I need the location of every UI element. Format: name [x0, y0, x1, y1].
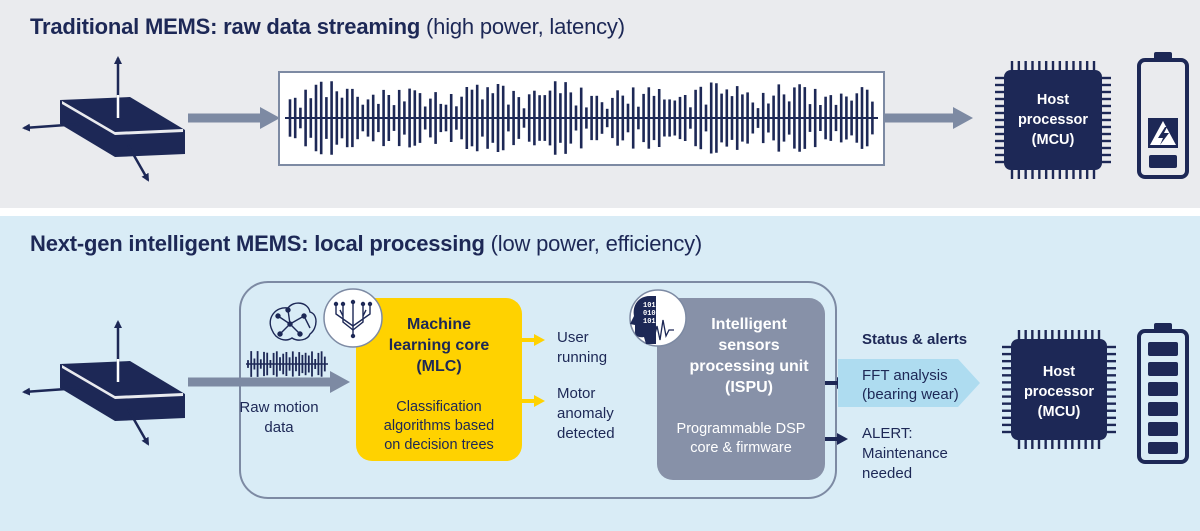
intelligent-heading: Next-gen intelligent MEMS: local process…: [30, 231, 703, 256]
arrow-sensor-to-stream: [188, 107, 280, 129]
arrow-stream-to-host: [884, 107, 973, 129]
intelligent-mems-panel: [0, 216, 1200, 531]
raw-data-waveform: [288, 81, 874, 155]
host-mcu-chip-top: [995, 61, 1111, 179]
neural-tree-icon: [323, 288, 383, 348]
status-alerts-header: Status & alerts: [862, 331, 968, 348]
ispu-box: [657, 298, 825, 480]
brain-network-icon: [269, 302, 317, 341]
host-mcu-chip-bottom: [1002, 330, 1116, 449]
battery-low-icon: [1137, 52, 1189, 179]
arrow-mlc-to-motor-anomaly: [522, 395, 545, 407]
arrow-ispu-to-alert: [825, 433, 848, 445]
mems-sensor-icon-top: [22, 56, 185, 182]
raw-motion-waveform: [247, 351, 326, 377]
battery-full-icon: [1137, 323, 1189, 464]
sensor-processing-container: [239, 281, 837, 499]
traditional-heading: Traditional MEMS: raw data streaming (hi…: [30, 14, 625, 39]
mems-sensor-icon-bottom: [22, 320, 185, 446]
ai-head-icon: [629, 289, 687, 347]
arrow-mlc-to-user-running: [522, 334, 545, 346]
arrow-sensor-to-mlc: [188, 371, 350, 393]
mlc-box: [356, 298, 522, 461]
fft-analysis-output: FFT analysis(bearing wear): [862, 367, 959, 403]
status-to-host-arrow: [838, 359, 980, 407]
